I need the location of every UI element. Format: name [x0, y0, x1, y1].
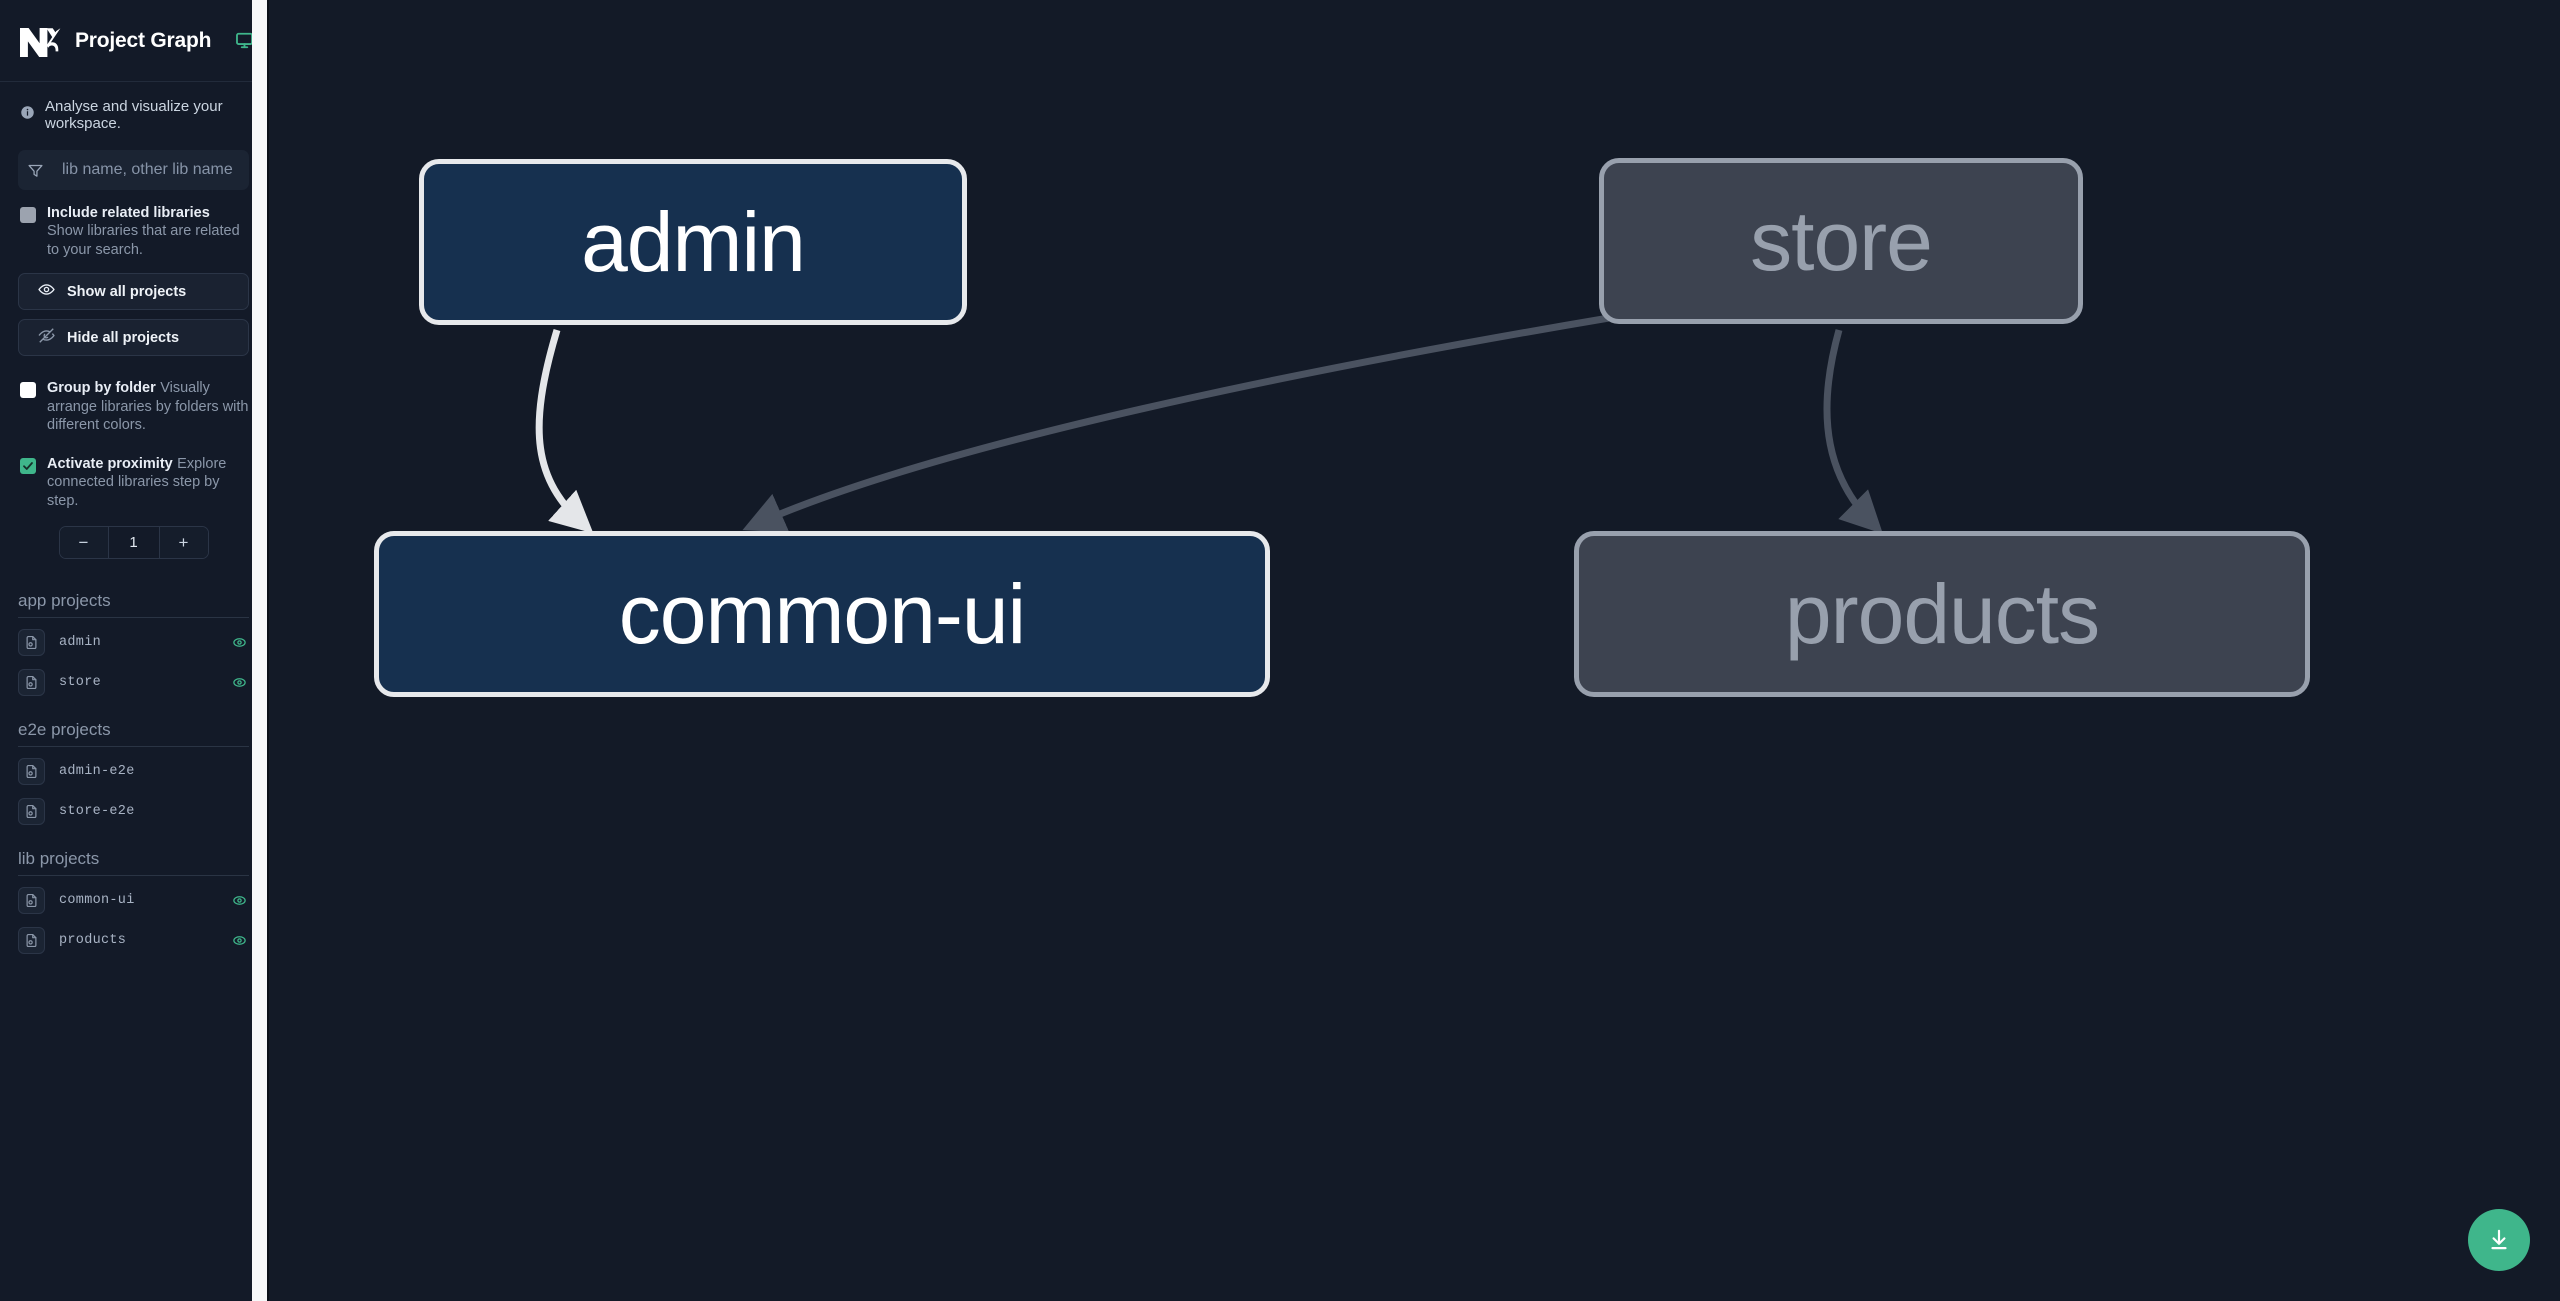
project-file-icon — [18, 757, 45, 785]
visibility-buttons: Show all projects Hide all projects — [0, 265, 267, 365]
hide-all-projects-button[interactable]: Hide all projects — [18, 319, 249, 356]
project-file-icon — [18, 628, 45, 656]
proximity-decrement-button[interactable]: − — [59, 527, 108, 558]
project-group: e2e projects admin-e2e store-e2e — [18, 720, 249, 831]
hide-all-projects-label: Hide all projects — [67, 329, 180, 346]
page-title: Project Graph — [75, 28, 212, 52]
tagline: Analyse and visualize your workspace. — [0, 82, 267, 144]
sidebar-scrollbar[interactable] — [252, 0, 267, 1301]
proximity-value: 1 — [107, 527, 160, 558]
eye-open-icon[interactable] — [229, 933, 249, 948]
project-name: admin-e2e — [59, 763, 135, 779]
project-group: lib projects common-ui products — [18, 849, 249, 960]
download-graph-button[interactable] — [2468, 1209, 2530, 1271]
project-list-item-products[interactable]: products — [18, 920, 249, 960]
graph-node-admin[interactable]: admin — [419, 159, 967, 325]
project-list-item-store-e2e[interactable]: store-e2e — [18, 791, 249, 831]
sidebar-header: Project Graph — [0, 0, 267, 82]
eye-icon — [38, 281, 55, 303]
eye-slash-icon — [38, 327, 55, 349]
download-icon — [2491, 1229, 2507, 1250]
project-name: products — [59, 932, 127, 948]
project-list-item-store[interactable]: store — [18, 662, 249, 702]
search-row — [0, 144, 267, 190]
group-by-folder-description: Visually arrange libraries by folders wi… — [47, 380, 249, 433]
proximity-increment-button[interactable]: + — [159, 527, 208, 558]
project-name: store-e2e — [59, 803, 135, 819]
sidebar: Project Graph Analyse and visualize your… — [0, 0, 267, 1301]
tagline-text: Analyse and visualize your workspace. — [45, 98, 223, 132]
include-related-label: Include related libraries — [47, 205, 210, 221]
project-group: app projects admin store — [18, 591, 249, 702]
nx-logo-icon — [18, 23, 61, 59]
filter-funnel-icon — [18, 150, 52, 190]
group-by-folder-checkbox[interactable] — [20, 382, 36, 398]
project-file-icon — [18, 668, 45, 696]
project-group-title: app projects — [18, 591, 249, 618]
project-file-icon — [18, 886, 45, 914]
group-by-folder-label: Group by folder — [47, 380, 156, 396]
search-box[interactable] — [18, 150, 249, 190]
project-group-title: lib projects — [18, 849, 249, 876]
project-name: common-ui — [59, 892, 135, 908]
proximity-stepper: − 1 + — [0, 516, 267, 559]
show-all-projects-label: Show all projects — [67, 283, 187, 300]
graph-node-products[interactable]: products — [1574, 531, 2310, 697]
include-related-libraries-option[interactable]: Include related libraries Show libraries… — [0, 190, 267, 265]
graph-node-label: store — [1750, 193, 1933, 288]
show-all-projects-button[interactable]: Show all projects — [18, 273, 249, 310]
eye-open-icon[interactable] — [229, 635, 249, 650]
project-file-icon — [18, 797, 45, 825]
project-name: store — [59, 674, 102, 690]
activate-proximity-description: Explore connected libraries step by step… — [47, 455, 227, 509]
graph-edges — [535, 314, 1883, 534]
project-group-title: e2e projects — [18, 720, 249, 747]
activate-proximity-label: Activate proximity — [47, 455, 173, 472]
include-related-checkbox[interactable] — [20, 207, 36, 223]
info-icon — [20, 105, 35, 125]
edge-admin-to-common-ui — [535, 328, 594, 534]
activate-proximity-option[interactable]: Activate proximity Explore connected lib… — [0, 441, 267, 517]
search-input[interactable] — [52, 150, 249, 190]
project-list-item-common-ui[interactable]: common-ui — [18, 880, 249, 920]
activate-proximity-checkbox[interactable] — [20, 457, 36, 474]
graph-node-store[interactable]: store — [1599, 158, 2083, 324]
eye-open-icon[interactable] — [229, 675, 249, 690]
project-list-item-admin[interactable]: admin — [18, 622, 249, 662]
graph-canvas[interactable]: admin store common-ui products — [267, 0, 2560, 1301]
edge-store-to-products — [1823, 329, 1883, 534]
project-file-icon — [18, 926, 45, 954]
graph-node-label: admin — [581, 194, 806, 289]
group-by-folder-option[interactable]: Group by folder Visually arrange librari… — [0, 365, 267, 441]
graph-node-label: common-ui — [618, 566, 1026, 661]
project-name: admin — [59, 634, 102, 650]
project-list: app projects admin store e2e projects ad… — [0, 591, 267, 1301]
project-list-item-admin-e2e[interactable]: admin-e2e — [18, 751, 249, 791]
graph-node-common-ui[interactable]: common-ui — [374, 531, 1270, 697]
edge-store-to-common-ui — [742, 314, 1610, 533]
eye-open-icon[interactable] — [229, 893, 249, 908]
include-related-description: Show libraries that are related to your … — [47, 223, 240, 258]
graph-node-label: products — [1784, 566, 2100, 661]
